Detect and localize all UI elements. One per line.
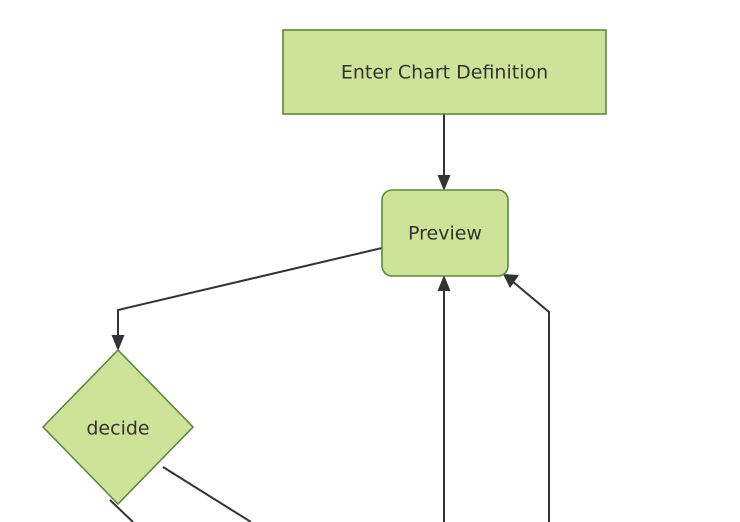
node-preview[interactable]: Preview (381, 189, 509, 277)
edge-preview-to-decide (111, 247, 383, 351)
edge-decide-bottom-out-line (109, 499, 134, 522)
edge-decide-right-out (162, 466, 252, 522)
edge-bottom-center-to-preview (437, 275, 451, 522)
edge-enter-to-preview-arrowhead (437, 175, 451, 191)
node-decide-shape[interactable] (41, 348, 195, 506)
node-preview-shape[interactable] (381, 189, 509, 277)
node-decide[interactable]: decide (41, 348, 195, 506)
node-decide-label: decide (86, 418, 149, 440)
edge-preview-to-decide-arrowhead (111, 335, 125, 351)
edge-bottom-right-to-preview-line (511, 280, 550, 522)
edge-enter-to-preview (437, 114, 451, 191)
edge-bottom-right-to-preview-arrowhead (503, 274, 519, 288)
edge-decide-bottom-out (109, 499, 134, 522)
edge-bottom-right-to-preview (503, 274, 550, 522)
node-enter-chart-definition-shape[interactable] (282, 29, 607, 115)
node-preview-label: Preview (408, 223, 482, 245)
edge-bottom-center-to-preview-arrowhead (437, 275, 451, 291)
node-enter-chart-definition-label: Enter Chart Definition (341, 62, 548, 84)
node-enter-chart-definition[interactable]: Enter Chart Definition (282, 29, 607, 115)
edge-preview-to-decide-line (117, 247, 383, 342)
edge-decide-right-out-line (162, 466, 252, 522)
